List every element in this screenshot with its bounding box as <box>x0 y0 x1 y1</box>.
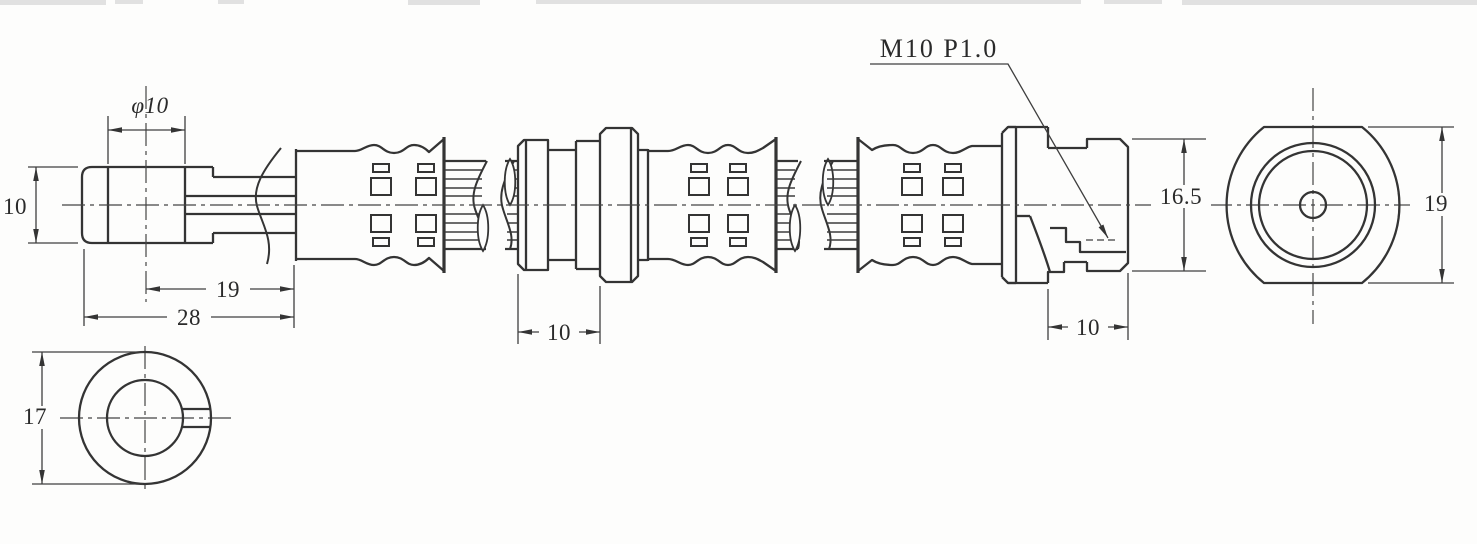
dimension-phi10: φ10 <box>107 93 186 164</box>
leader-line <box>870 63 1109 239</box>
crimp-windows <box>370 163 437 247</box>
dimension-left-height-10: 10 <box>3 166 78 244</box>
half-section-internals <box>1016 214 1126 273</box>
scan-artifacts <box>0 0 1477 5</box>
break-lens <box>788 203 802 253</box>
dim-label-across-flats: 19 <box>1424 191 1448 216</box>
leader-arrow <box>1098 224 1108 238</box>
dimension-mount-width-10: 10 <box>517 274 601 345</box>
slot-lines <box>182 407 210 429</box>
right-end-view <box>1225 125 1401 285</box>
thread-callout: M10 P1.0 <box>870 34 1109 239</box>
dimension-end-view-19: 19 <box>1368 126 1459 284</box>
hose-section-2 <box>777 157 858 253</box>
dim-label-ring-diameter: 17 <box>23 404 47 429</box>
break-lens <box>821 157 835 207</box>
thread-callout-label: M10 P1.0 <box>880 34 999 63</box>
crimp-ferrule-1 <box>294 137 446 273</box>
dim-label-bore-diameter: φ10 <box>131 93 168 118</box>
left-fitting-front-view <box>80 147 296 265</box>
dim-label-center-to-ferrule: 19 <box>216 277 240 302</box>
dimension-height-16-5: 16.5 <box>1132 138 1211 272</box>
break-lens <box>503 157 517 207</box>
crimp-ferrule-3 <box>856 137 1002 273</box>
break-lens <box>476 203 490 253</box>
dim-label-nose-length: 10 <box>1076 315 1100 340</box>
left-end-view <box>77 350 213 486</box>
dim-label-left-height: 10 <box>3 194 27 219</box>
pipe-break-line <box>254 147 282 265</box>
crimp-windows <box>688 163 749 247</box>
dim-label-overall-length: 28 <box>177 305 201 330</box>
dimension-nose-length-10: 10 <box>1047 273 1129 340</box>
dimension-length-28: 28 <box>83 249 294 330</box>
dimension-end-view-17: 17 <box>15 351 143 485</box>
dim-label-right-height: 16.5 <box>1160 184 1202 209</box>
dim-label-mount-width: 10 <box>547 320 571 345</box>
dimension-length-19: 19 <box>146 265 295 328</box>
crimp-windows <box>901 163 964 247</box>
